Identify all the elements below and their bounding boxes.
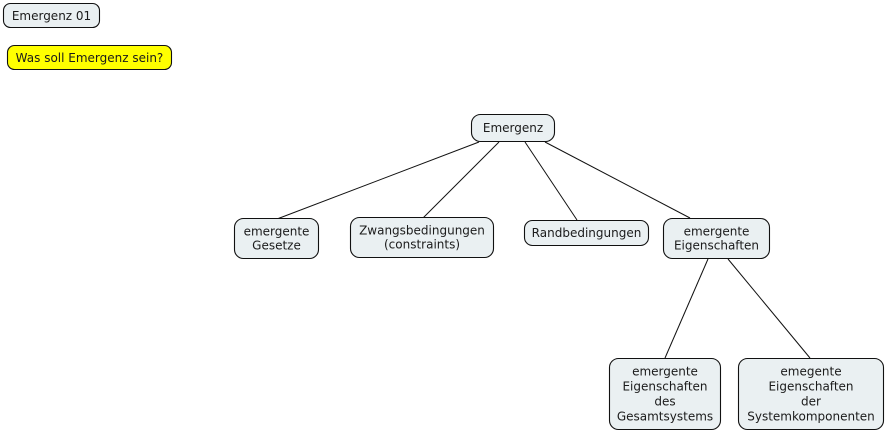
node-gesamtsystem-line-2: Eigenschaften: [622, 380, 707, 394]
node-root-box: [470, 113, 556, 143]
node-randbedingungen-box: [523, 219, 650, 247]
node-eigenschaften-box: [662, 217, 771, 260]
node-systemkomponenten-line-4: Systemkomponenten: [747, 410, 875, 424]
node-gesamtsystem-line-4: Gesamtsystems: [617, 410, 713, 424]
node-gesetze-box: [233, 217, 320, 260]
node-zwangsbedingungen-line-2: (constraints): [384, 238, 460, 252]
node-randbedingungen-label: Randbedingungen: [532, 226, 642, 240]
edge-root-to-randbedingungen: [524, 141, 578, 221]
node-emergente-gesetze[interactable]: emergente Gesetze: [233, 217, 320, 260]
node-title-label: Emergenz 01: [12, 9, 91, 23]
edge-root-to-gesetze: [276, 141, 480, 220]
node-question[interactable]: Was soll Emergenz sein?: [6, 44, 173, 71]
node-question-box: [6, 44, 173, 71]
node-gesetze-line-2: Gesetze: [252, 239, 301, 253]
node-gesamtsystem-box: [608, 357, 722, 431]
node-systemkomponenten-line-3: der: [801, 395, 821, 409]
edge-eigenschaften-to-systemkomponenten: [727, 258, 811, 359]
node-zwangsbedingungen[interactable]: Zwangsbedingungen (constraints): [349, 216, 495, 259]
node-systemkomponenten-box: [737, 357, 885, 431]
node-systemkomponenten-line-1: emegente: [780, 365, 841, 379]
node-zwangsbedingungen-line-1: Zwangsbedingungen: [359, 224, 485, 238]
edge-root-to-eigenschaften: [544, 141, 691, 219]
node-gesamtsystem-line-1: emergente: [632, 365, 698, 379]
node-zwangsbedingungen-box: [349, 216, 495, 259]
node-gesetze-line-1: emergente: [244, 225, 310, 239]
node-root-label: Emergenz: [483, 121, 543, 135]
edge-eigenschaften-to-gesamtsystem: [664, 258, 709, 359]
node-title-box: [2, 2, 101, 29]
node-root-emergenz[interactable]: Emergenz: [470, 113, 556, 143]
edge-root-to-zwangsbedingungen: [422, 141, 500, 219]
node-eigenschaften-line-1: emergente: [684, 225, 750, 239]
node-gesamtsystem[interactable]: emergente Eigenschaften des Gesamtsystem…: [608, 357, 722, 431]
node-emergente-eigenschaften[interactable]: emergente Eigenschaften: [662, 217, 771, 260]
node-title[interactable]: Emergenz 01: [2, 2, 101, 29]
node-randbedingungen[interactable]: Randbedingungen: [523, 219, 650, 247]
node-systemkomponenten-line-2: Eigenschaften: [768, 380, 853, 394]
node-question-label: Was soll Emergenz sein?: [16, 51, 164, 65]
node-gesamtsystem-line-3: des: [654, 395, 675, 409]
node-eigenschaften-line-2: Eigenschaften: [674, 239, 759, 253]
node-systemkomponenten[interactable]: emegente Eigenschaften der Systemkompone…: [737, 357, 885, 431]
